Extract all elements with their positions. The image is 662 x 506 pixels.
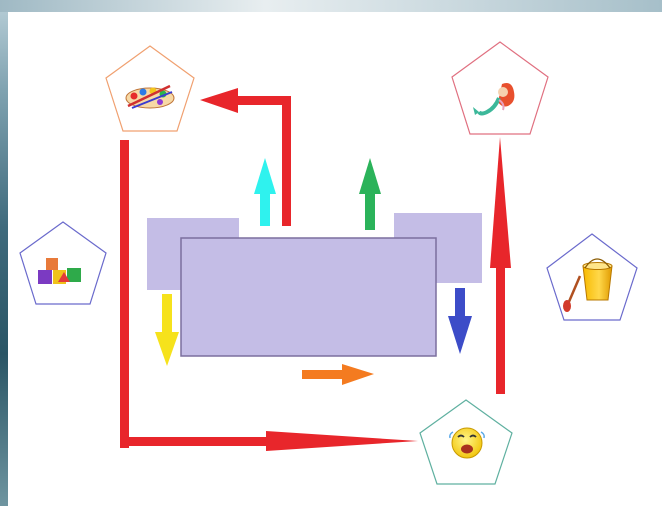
central-table — [181, 238, 436, 356]
